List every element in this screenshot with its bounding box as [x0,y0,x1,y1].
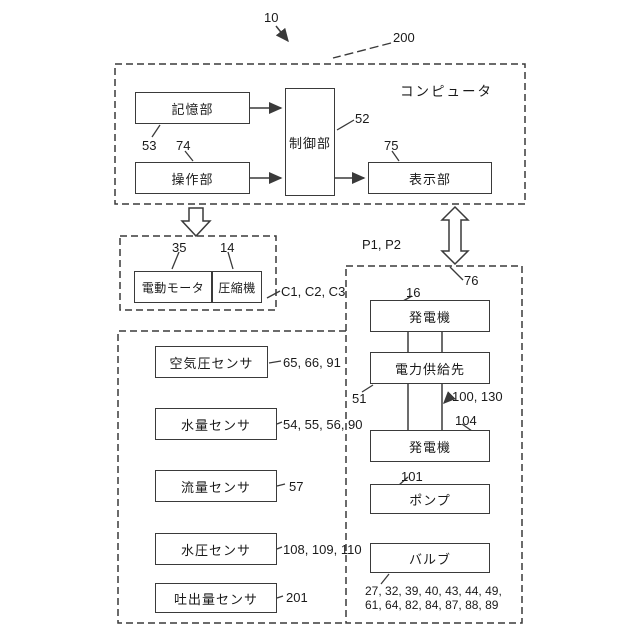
leader-flow-sensor [276,483,286,487]
power-destination-box: 電力供給先 [370,352,490,384]
compressor-box: 圧縮機 [212,271,262,303]
air-pressure-sensor-refs: 65, 66, 91 [283,355,341,370]
ref-51: 51 [352,391,367,406]
leader-ref-53 [151,124,161,138]
leader-ref-75 [391,150,400,162]
flow-sensor-refs: 57 [289,479,304,494]
leader-ref-200 [332,42,392,59]
display-box: 表示部 [368,162,492,194]
control-box: 制御部 [285,88,335,196]
leader-discharge-sensor [276,595,284,599]
water-pressure-sensor-box: 水圧センサ [155,533,277,565]
water-pressure-sensor-refs: 108, 109, 110 [283,542,362,557]
motor-unit-dashed-box [119,235,277,311]
ref-104: 104 [455,413,477,428]
leader-ref-104 [461,423,473,432]
ref-100-130: 100, 130 [452,389,503,404]
water-amount-sensor-box: 水量センサ [155,408,277,440]
ref-16: 16 [406,285,421,300]
generator-top-box: 発電機 [370,300,490,332]
leader-ref-74 [184,150,194,162]
ref-35: 35 [172,240,187,255]
leader-water-pressure-sensor [276,546,283,550]
flow-sensor-box: 流量センサ [155,470,277,502]
valve-refs-line1: 27, 32, 39, 40, 43, 44, 49, [365,584,502,598]
leader-ref-14 [227,251,234,270]
pump-box: ポンプ [370,484,490,514]
leader-air-pressure-sensor [268,360,282,364]
ref-53: 53 [142,138,157,153]
ref-14: 14 [220,240,235,255]
machine-dashed-box [345,265,523,624]
ref-10: 10 [264,10,279,25]
ref-75: 75 [384,138,399,153]
leader-ref-51 [361,384,374,393]
block-arrow-down-icon [180,207,212,238]
leader-ref-c1c2c3 [266,290,281,299]
leader-ref-52 [336,119,355,131]
generator-bottom-box: 発電機 [370,430,490,462]
leader-ref-76 [449,266,464,281]
computer-title: コンピュータ [400,84,493,99]
ref-52: 52 [355,111,370,126]
leader-ref-101 [398,476,409,486]
discharge-sensor-refs: 201 [286,590,308,605]
discharge-sensor-box: 吐出量センサ [155,583,277,613]
motor-box: 電動モータ [134,271,212,303]
block-arrow-updown-icon [440,205,470,266]
ref-c1-c2-c3: C1, C2, C3 [281,284,346,299]
leader-ref-10 [275,25,289,43]
computer-dashed-box [114,63,526,205]
ref-76: 76 [464,273,479,288]
ref-200: 200 [393,30,415,45]
leader-water-amount-sensor [276,421,283,425]
air-pressure-sensor-box: 空気圧センサ [155,346,268,378]
sensor-area-dashed-box [117,330,346,624]
arrow-ref-100-130 [443,391,456,404]
leader-valve-refs [380,573,390,585]
leader-ref-35 [171,251,180,270]
memory-box: 記憶部 [135,92,250,124]
ref-74: 74 [176,138,191,153]
ref-101: 101 [401,469,423,484]
valve-refs-line2: 61, 64, 82, 84, 87, 88, 89 [365,598,499,612]
operation-box: 操作部 [135,162,250,194]
ref-p1-p2: P1, P2 [362,237,402,252]
water-amount-sensor-refs: 54, 55, 56, 90 [283,417,363,432]
valve-box: バルブ [370,543,490,573]
